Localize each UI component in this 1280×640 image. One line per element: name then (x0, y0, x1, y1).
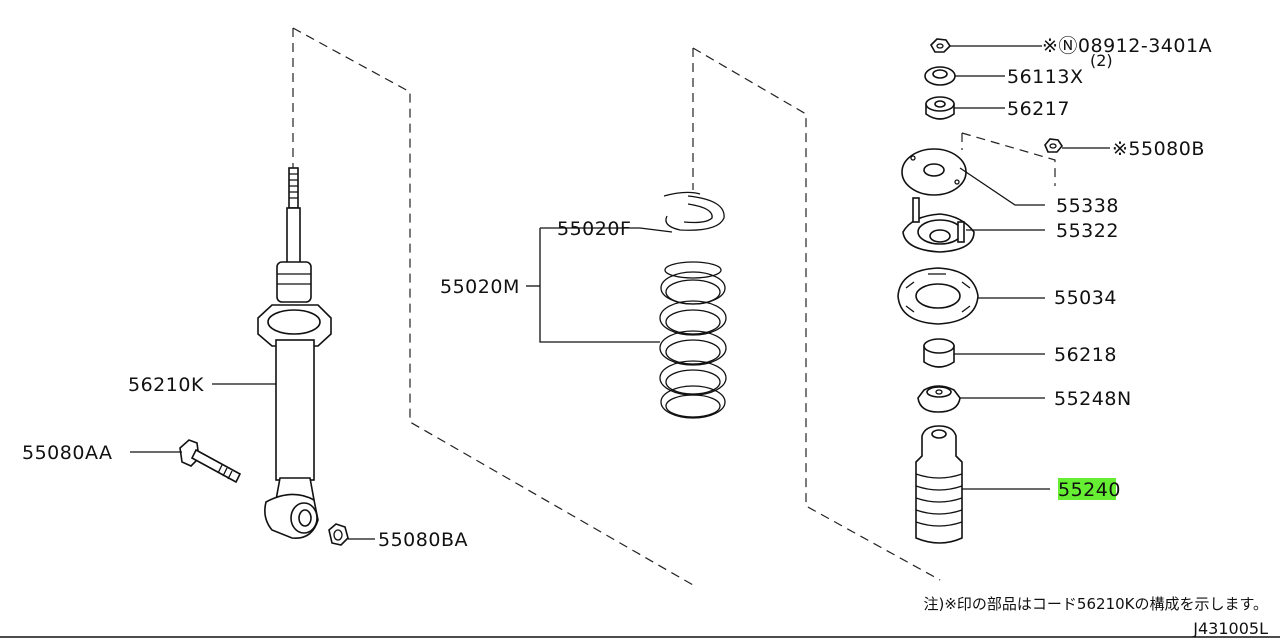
label-08912-3401A[interactable]: ※Ⓝ08912-3401A (1042, 35, 1212, 57)
mount-55322[interactable] (902, 197, 975, 253)
leader-lines (130, 45, 1110, 540)
label-56113X[interactable]: 56113X (1007, 66, 1083, 88)
cap-55248N[interactable] (917, 385, 961, 413)
insulator-55338[interactable] (901, 148, 967, 196)
nut-08912-3401A[interactable] (930, 38, 952, 53)
label-55080AA[interactable]: 55080AA (22, 442, 112, 464)
label-55240[interactable]: 55240 (1058, 479, 1121, 501)
label-56217[interactable]: 56217 (1007, 98, 1070, 120)
bumper-56218[interactable] (923, 338, 955, 368)
bushing-56217[interactable] (925, 96, 955, 120)
coil-spring-55020M[interactable] (659, 261, 727, 419)
label-55248N[interactable]: 55248N (1054, 388, 1132, 410)
label-55080BA[interactable]: 55080BA (378, 529, 468, 551)
label-08912-qty: (2) (1090, 51, 1113, 70)
label-56218[interactable]: 56218 (1054, 344, 1117, 366)
shock-absorber[interactable] (257, 167, 332, 539)
part-highlight (1058, 478, 1116, 500)
label-55020M[interactable]: 55020M (440, 276, 520, 298)
dashed-frame-top-mount (961, 132, 1056, 186)
spring-seat-55020F[interactable] (663, 191, 725, 231)
label-55322[interactable]: 55322 (1056, 220, 1119, 242)
bound-bumper-55240[interactable] (915, 425, 963, 544)
seat-55034[interactable] (897, 267, 979, 325)
label-55020F[interactable]: 55020F (557, 218, 631, 240)
nut-55080BA[interactable] (328, 523, 349, 546)
footnote: 注)※印の部品はコード56210Kの構成を示します。 (924, 595, 1268, 613)
bolt-55080AA[interactable] (179, 439, 242, 484)
nut-55080B[interactable] (1044, 138, 1063, 153)
diagram-code: J431005L (1192, 619, 1268, 638)
label-56210K[interactable]: 56210K (128, 374, 204, 396)
label-55338[interactable]: 55338 (1056, 195, 1119, 217)
dashed-frame-shock (292, 27, 694, 586)
label-55034[interactable]: 55034 (1054, 287, 1117, 309)
dashed-frame-spring (692, 47, 941, 581)
washer-56113X[interactable] (924, 66, 956, 86)
label-55080B[interactable]: ※55080B (1112, 138, 1205, 160)
